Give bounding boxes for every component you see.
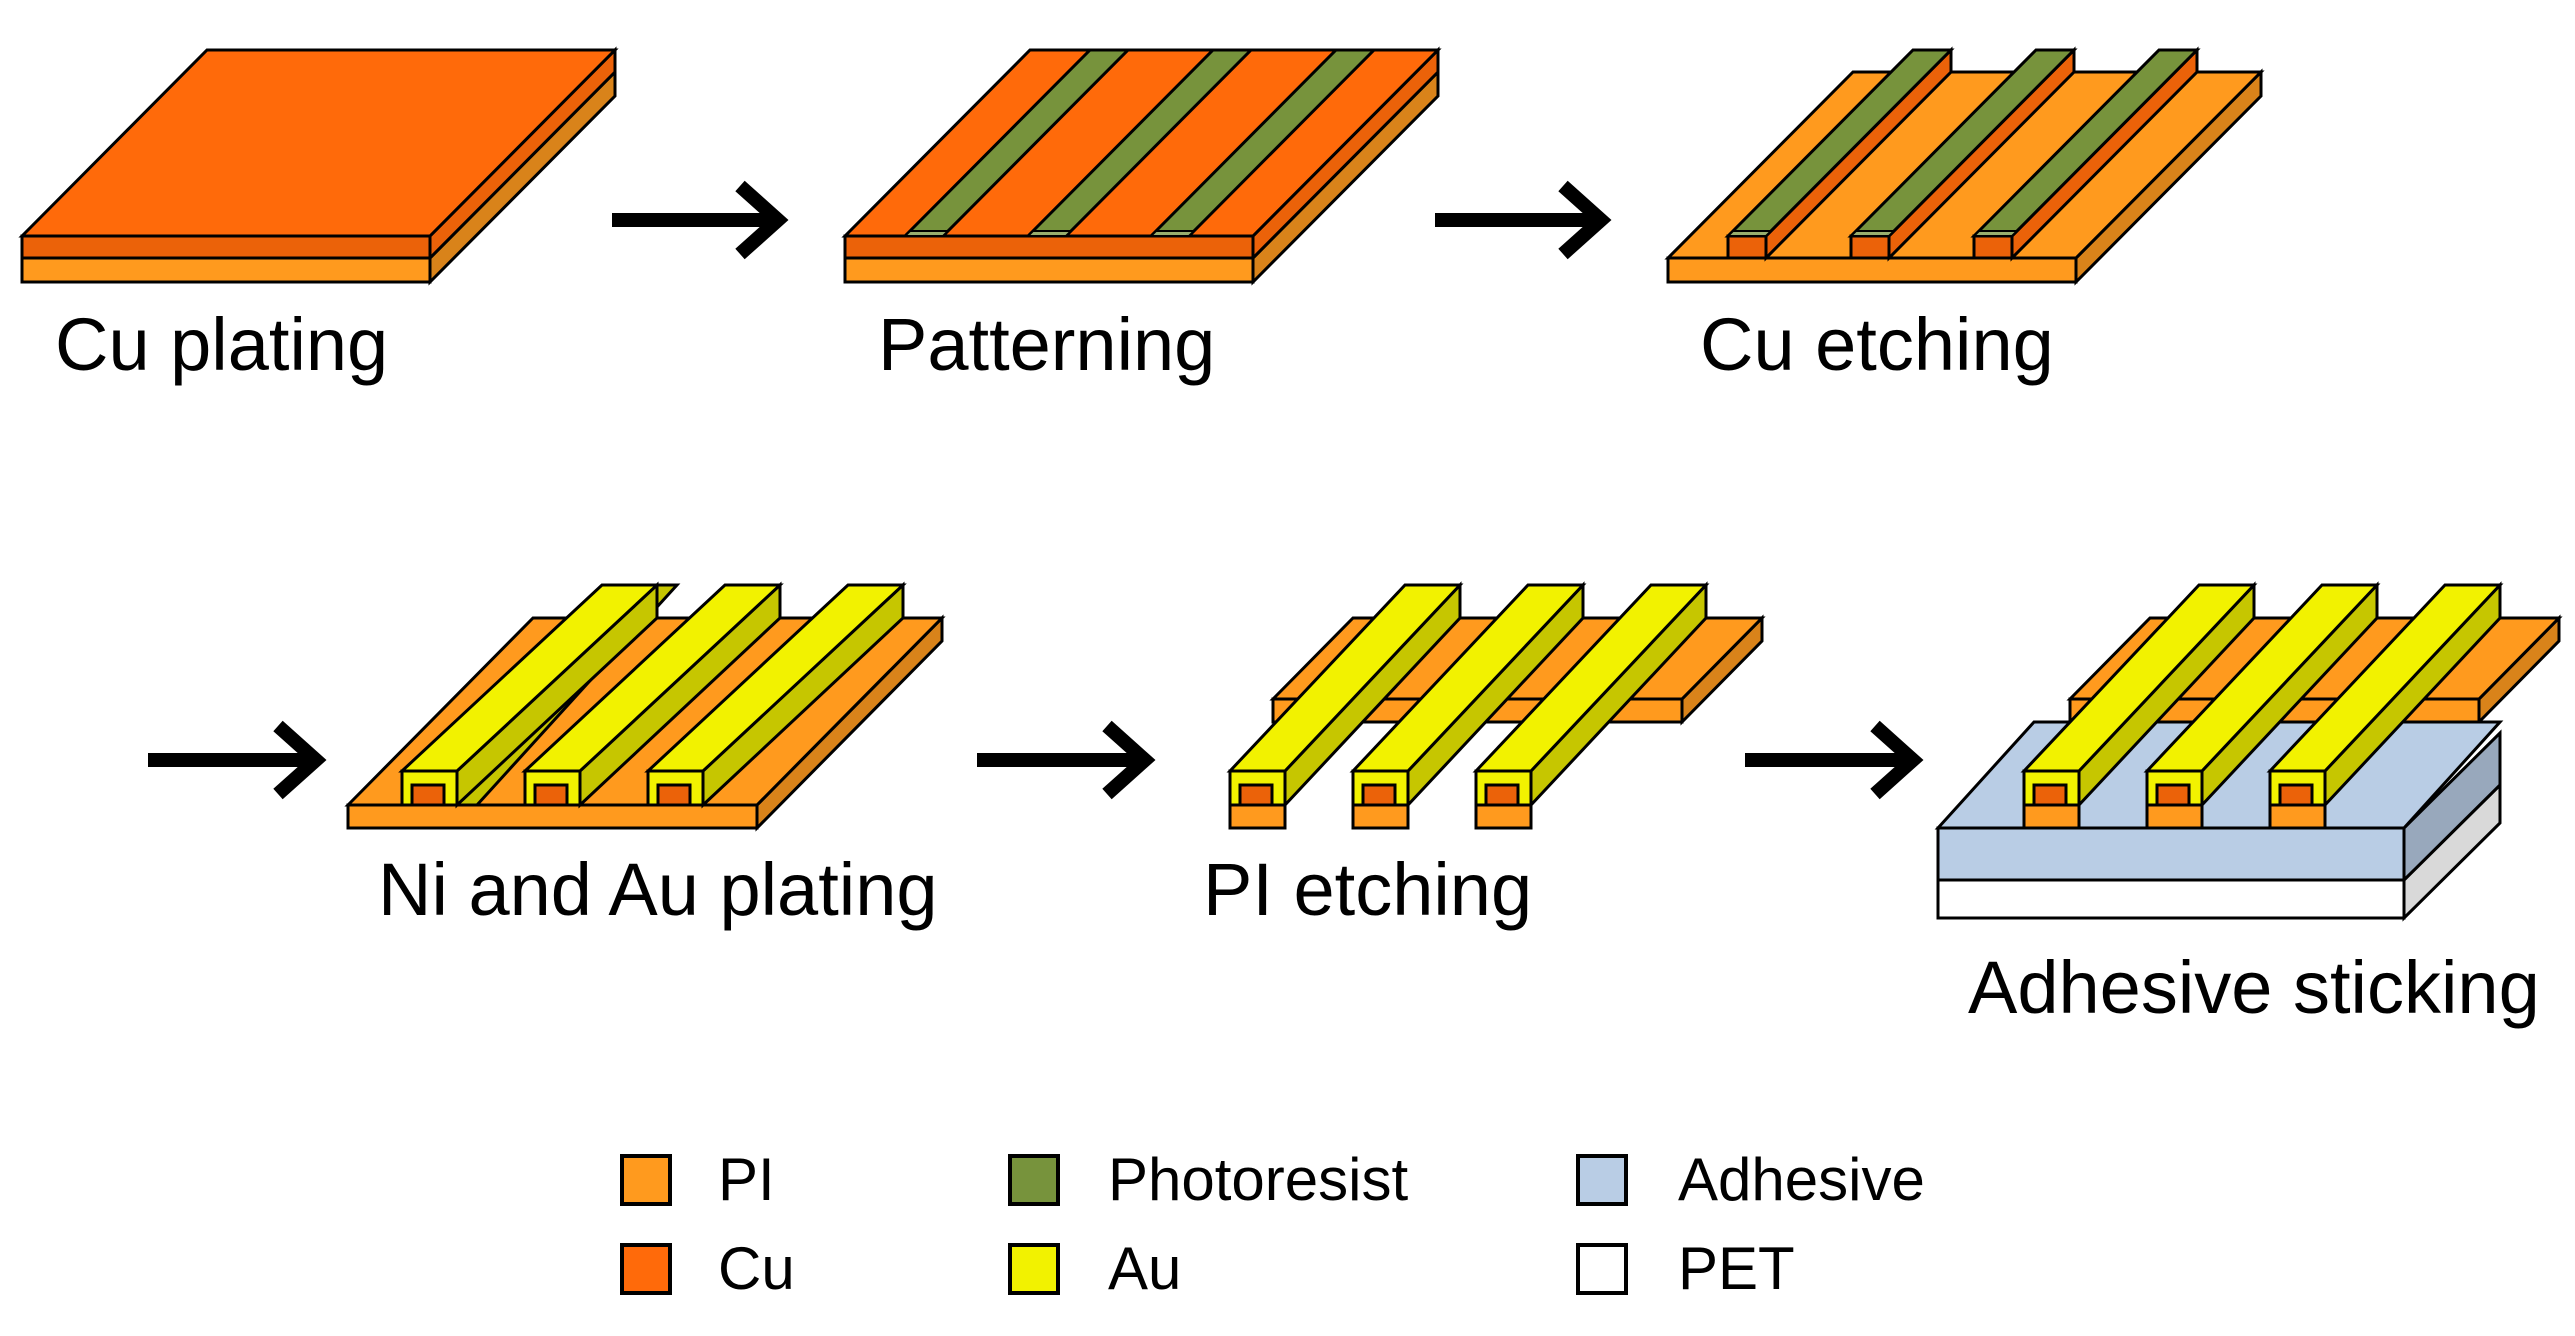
au-coated-cu-line xyxy=(2266,581,2504,830)
pi-layer-front xyxy=(843,256,1255,284)
cu-line-with-photoresist xyxy=(1724,46,1955,262)
cu-line-with-photoresist xyxy=(1970,46,2201,262)
process-arrow xyxy=(1435,180,1612,260)
legend-item-pet: PET xyxy=(1576,1235,1795,1302)
photoresist-strip xyxy=(1024,48,1255,238)
legend-label: Photoresist xyxy=(1108,1146,1408,1213)
step-label-pi-etching: PI etching xyxy=(1203,848,1532,931)
au-coated-cu-line xyxy=(398,581,681,809)
legend-swatch xyxy=(620,1243,672,1295)
legend-item-pi: PI xyxy=(620,1146,775,1213)
legend-label: Cu xyxy=(718,1235,795,1302)
step-label-cu-etching: Cu etching xyxy=(1700,303,2054,386)
legend-label: PET xyxy=(1678,1235,1795,1302)
step-label-ni-au-plating: Ni and Au plating xyxy=(378,848,938,931)
legend-label: Adhesive xyxy=(1678,1146,1925,1213)
au-coated-cu-line xyxy=(521,581,784,809)
photoresist-strip xyxy=(901,48,1132,238)
legend-swatch xyxy=(1576,1243,1628,1295)
step-cu-etching-illustration xyxy=(1664,46,2265,286)
cu-layer-front xyxy=(20,234,432,260)
pi-layer-front xyxy=(346,803,759,830)
cu-line-with-photoresist xyxy=(1847,46,2078,262)
legend-swatch xyxy=(620,1154,672,1206)
cu-layer-top xyxy=(18,48,619,238)
au-coated-cu-line xyxy=(2020,581,2258,830)
step-label-adhesive-sticking: Adhesive sticking xyxy=(1968,946,2540,1029)
au-coated-cu-line xyxy=(1472,581,1710,830)
au-coated-cu-line xyxy=(2143,581,2381,830)
legend-item-adhesive: Adhesive xyxy=(1576,1146,1925,1213)
cu-layer-front xyxy=(843,234,1255,260)
pi-layer-front xyxy=(20,256,432,284)
step-ni-au-plating-illustration xyxy=(344,581,946,832)
au-coated-cu-line xyxy=(644,581,907,809)
adhesive-layer-side xyxy=(2402,729,2502,884)
adhesive-layer-front xyxy=(1936,826,2406,882)
legend-item-cu: Cu xyxy=(620,1235,795,1302)
step-adhesive-sticking-illustration xyxy=(1934,581,2563,922)
legend-item-photoresist: Photoresist xyxy=(1008,1146,1408,1213)
pi-layer-front xyxy=(1666,256,2078,284)
legend-swatch xyxy=(1576,1154,1628,1206)
legend: PI Cu Photoresist Au Adhesive PET xyxy=(620,1146,1925,1302)
step-label-patterning: Patterning xyxy=(878,303,1215,386)
process-arrow xyxy=(148,720,327,800)
legend-item-au: Au xyxy=(1008,1235,1181,1302)
legend-label: PI xyxy=(718,1146,775,1213)
step-label-cu-plating: Cu plating xyxy=(55,303,388,386)
legend-swatch xyxy=(1008,1243,1060,1295)
legend-swatch xyxy=(1008,1154,1060,1206)
au-coated-cu-line xyxy=(1349,581,1587,830)
process-arrow xyxy=(1745,720,1924,800)
photoresist-strip xyxy=(1147,48,1378,238)
step-patterning-illustration xyxy=(841,46,1442,286)
step-pi-etching-illustration xyxy=(1226,581,1766,830)
pet-layer-front xyxy=(1936,878,2406,920)
process-arrow xyxy=(612,180,789,260)
step-cu-plating-illustration xyxy=(18,46,619,286)
legend-label: Au xyxy=(1108,1235,1181,1302)
process-arrow xyxy=(977,720,1156,800)
au-coated-cu-line xyxy=(1226,581,1464,830)
